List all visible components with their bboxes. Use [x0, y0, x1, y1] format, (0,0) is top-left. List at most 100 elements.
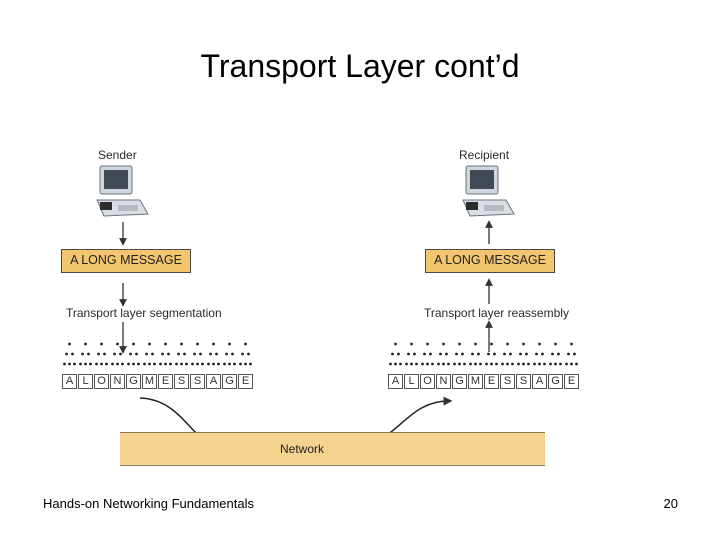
packet-dot: [183, 352, 186, 356]
packet-dot: [442, 362, 445, 366]
packet-dot: [113, 352, 116, 356]
segment-cell: A: [62, 374, 77, 389]
packet-dot: [431, 362, 434, 366]
packet-dot: [159, 362, 162, 366]
packet-dot: [132, 342, 135, 346]
packet-dot: [84, 362, 87, 366]
packet-dot: [215, 352, 218, 356]
packet-dot: [225, 352, 228, 356]
packet-dot: [551, 352, 554, 356]
network-band: [120, 432, 545, 466]
packet-dot: [212, 342, 215, 346]
packet-dot: [503, 352, 506, 356]
packet-dot: [164, 362, 167, 366]
packet-dot: [397, 352, 400, 356]
packet-dot: [129, 352, 132, 356]
recipient-label: Recipient: [459, 148, 510, 162]
segment-cell: E: [238, 374, 253, 389]
packet-dot: [151, 352, 154, 356]
packet-dot: [458, 362, 461, 366]
segment-cell: G: [126, 374, 141, 389]
packet-dot: [116, 342, 119, 346]
segment-cell: O: [94, 374, 109, 389]
packet-dot: [68, 362, 71, 366]
packet-dot: [477, 352, 480, 356]
segment-cell: S: [190, 374, 205, 389]
slide-title: Transport Layer cont’d: [200, 48, 520, 84]
packet-dot: [143, 362, 146, 366]
packet-dot: [461, 352, 464, 356]
packet-dot: [209, 352, 212, 356]
segment-cell: S: [174, 374, 189, 389]
packet-dot: [405, 362, 408, 366]
packet-dot: [199, 352, 202, 356]
packet-dot: [153, 362, 156, 366]
packet-dot: [423, 352, 426, 356]
recipient-packet-dots: [389, 342, 578, 366]
packet-dot: [185, 362, 188, 366]
packet-dot: [447, 362, 450, 366]
packet-dot: [89, 362, 92, 366]
segment-cell: N: [436, 374, 451, 389]
packet-dot: [474, 362, 477, 366]
packet-dot: [223, 362, 226, 366]
packet-dot: [533, 362, 536, 366]
packet-dot: [68, 342, 71, 346]
packet-dot: [421, 362, 424, 366]
packet-dot: [137, 362, 140, 366]
packet-dot: [63, 362, 66, 366]
segment-cell: N: [110, 374, 125, 389]
packet-dot: [437, 362, 440, 366]
segment-cell: L: [78, 374, 93, 389]
packet-dot: [509, 352, 512, 356]
packet-dot: [394, 362, 397, 366]
packet-dot: [453, 362, 456, 366]
packet-dot: [575, 362, 578, 366]
packet-dot: [522, 342, 525, 346]
packet-dot: [429, 352, 432, 356]
packet-dot: [445, 352, 448, 356]
packet-dot: [479, 362, 482, 366]
packet-dot: [490, 362, 493, 366]
packet-dot: [217, 362, 220, 366]
packet-dot: [241, 352, 244, 356]
packet-dot: [161, 352, 164, 356]
packet-dot: [519, 352, 522, 356]
packet-dot: [490, 342, 493, 346]
packet-dot: [121, 362, 124, 366]
packet-dot: [543, 362, 546, 366]
packet-dot: [100, 362, 103, 366]
packet-dot: [84, 342, 87, 346]
packet-dot: [79, 362, 82, 366]
packet-dot: [527, 362, 530, 366]
packet-dot: [573, 352, 576, 356]
packet-dot: [119, 352, 122, 356]
segment-cell: E: [484, 374, 499, 389]
packet-dot: [554, 342, 557, 346]
packet-dot: [148, 342, 151, 346]
packet-dot: [570, 362, 573, 366]
sender-computer-icon: [96, 165, 149, 217]
packet-dot: [394, 342, 397, 346]
packet-dot: [471, 352, 474, 356]
packet-dot: [557, 352, 560, 356]
packet-dot: [455, 352, 458, 356]
packet-dot: [180, 362, 183, 366]
packet-dot: [525, 352, 528, 356]
packet-dot: [145, 352, 148, 356]
packet-dot: [164, 342, 167, 346]
segment-cell: E: [564, 374, 579, 389]
packet-dot: [244, 362, 247, 366]
packet-dot: [249, 362, 252, 366]
packet-dot: [169, 362, 172, 366]
packet-dot: [501, 362, 504, 366]
segment-cell: G: [452, 374, 467, 389]
packet-dot: [180, 342, 183, 346]
recipient-computer-icon: [462, 165, 515, 217]
packet-dot: [116, 362, 119, 366]
packet-dot: [426, 342, 429, 346]
packet-dot: [399, 362, 402, 366]
segmentation-label: Transport layer segmentation: [66, 306, 222, 320]
